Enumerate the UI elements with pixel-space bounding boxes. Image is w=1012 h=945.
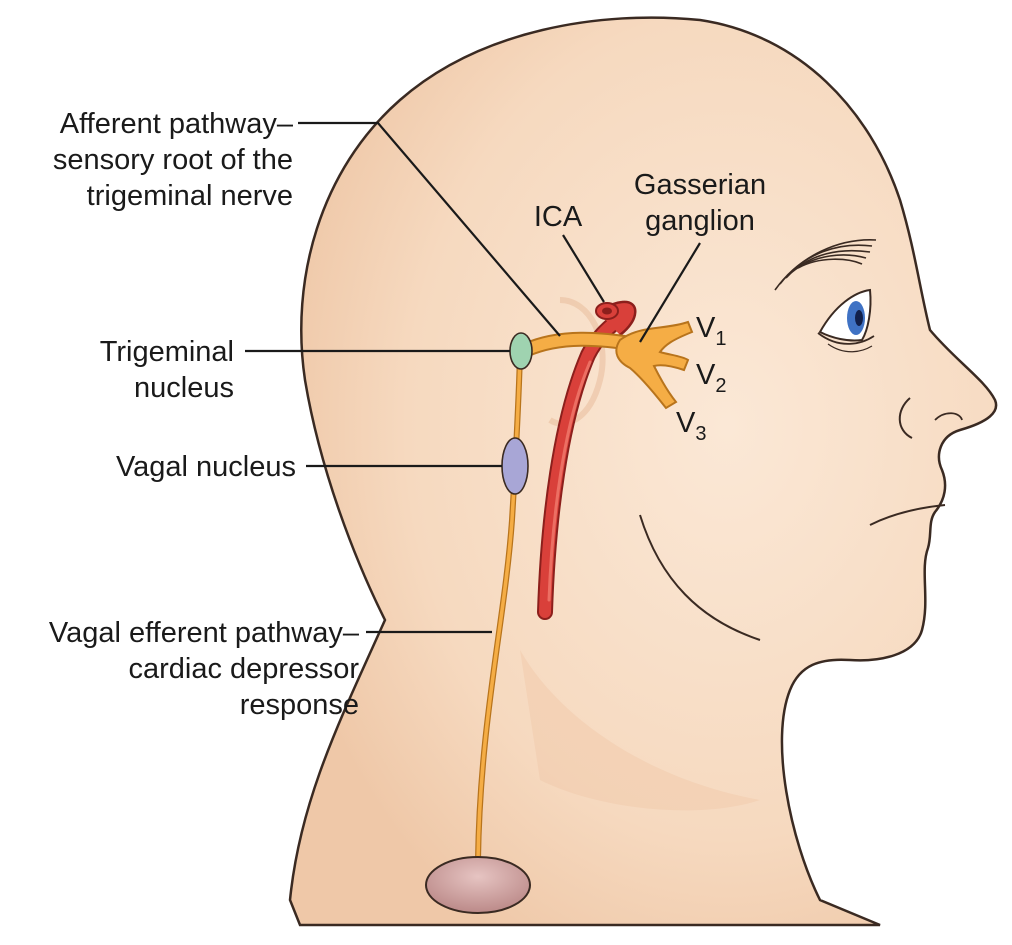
afferent-label-line1: Afferent pathway– [60,108,294,140]
v1-label: V1 [696,312,726,350]
afferent-label-line2: sensory root of the [53,144,293,176]
heart [425,856,531,914]
trigeminal-label-line2: nucleus [134,372,234,404]
gasserian-leader [639,242,701,343]
v2-label: V2 [696,359,726,397]
mouth [869,504,946,526]
trigeminal-nerve [518,320,694,410]
afferent-label-line3: trigeminal nerve [87,180,293,212]
eye [817,288,875,353]
ica-label: ICA [534,201,583,233]
gasserian-label-line1: Gasserian [634,169,766,201]
trigeminal-label-line1: Trigeminal [100,336,234,368]
efferent-label-line1: Vagal efferent pathway– [49,617,360,649]
vagal-nucleus-label: Vagal nucleus [116,451,296,483]
trigeminal-nucleus [509,332,533,370]
efferent-label-line2: cardiac depressor [129,653,360,685]
ica-leader [562,234,605,303]
efferent-label-line3: response [240,689,359,721]
gasserian-label-line2: ganglion [645,205,755,237]
jaw-line [639,514,761,641]
nose [898,397,913,439]
neck-shadow [520,650,760,811]
v3-label: V3 [676,407,706,445]
eyebrow [774,239,877,291]
gasserian-ganglion-shape [615,320,694,410]
nostril [934,412,963,421]
head-silhouette [288,16,998,927]
afferent-leader [298,121,561,337]
vagal-nucleus [501,437,529,495]
